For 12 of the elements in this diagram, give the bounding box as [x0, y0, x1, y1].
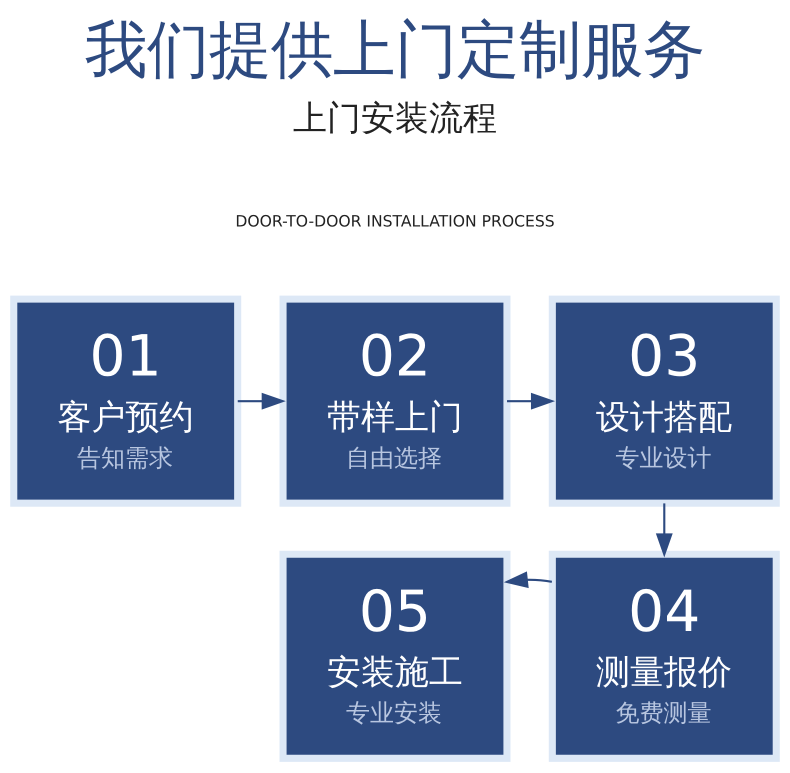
node-box: 01 客户预约 告知需求	[10, 295, 242, 506]
arrow	[656, 502, 673, 557]
node-box: 03 设计搭配 专业设计	[548, 295, 780, 506]
label: DOOR-TO-DOOR INSTALLATION PROCESS	[235, 212, 555, 230]
diagram-title: 我们提供上门定制服务	[85, 12, 705, 86]
node-box: 02 带样上门 自由选择	[280, 295, 510, 506]
node-box: 04 测量报价 免费测量	[548, 550, 780, 762]
arrow	[504, 570, 552, 588]
label: 上门安装流程	[293, 98, 497, 138]
arrow	[507, 392, 556, 410]
node-box: 05 安装施工 专业安装	[280, 550, 510, 762]
arrow	[238, 392, 286, 410]
